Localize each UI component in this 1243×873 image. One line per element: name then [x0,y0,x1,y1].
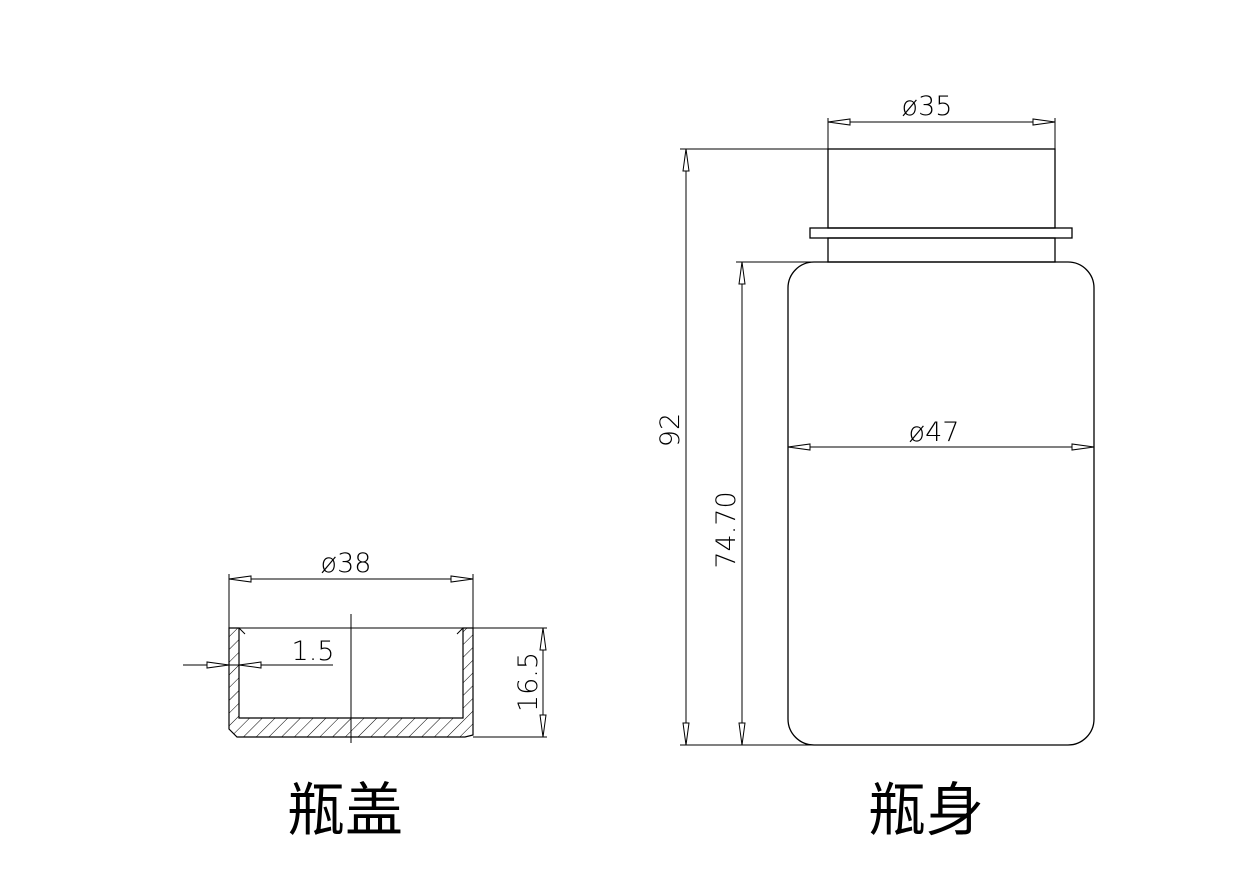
total-height-label: 92 [655,413,686,447]
neck-diameter-dimension: ø35 [827,91,1056,149]
body-diameter-label: ø47 [909,417,960,448]
bottle-body [787,261,1095,746]
cap-height-label: 16.5 [513,652,544,712]
bottle-neck [827,148,1056,229]
cap-diameter-dimension: ø38 [228,548,474,628]
bottle-caption: 瓶身 [868,776,984,844]
cap-drawing: ø38 1.5 16.5 瓶盖 [183,548,547,844]
neck-diameter-label: ø35 [902,91,953,122]
cap-wall-thickness-dimension: 1.5 [183,636,335,669]
cap-wall-thickness-label: 1.5 [292,636,335,667]
cap-caption: 瓶盖 [287,776,403,844]
bottle-shoulder [827,237,1056,263]
bottle-collar [809,227,1073,239]
bottle-drawing: ø35 92 74.70 ø47 瓶身 [655,91,1095,844]
total-height-dimension: 92 [655,148,828,746]
body-height-dimension: 74.70 [711,261,812,746]
cap-height-dimension: 16.5 [473,627,547,738]
body-diameter-dimension: ø47 [787,417,1095,451]
body-height-label: 74.70 [711,491,742,568]
cap-diameter-label: ø38 [321,548,372,579]
